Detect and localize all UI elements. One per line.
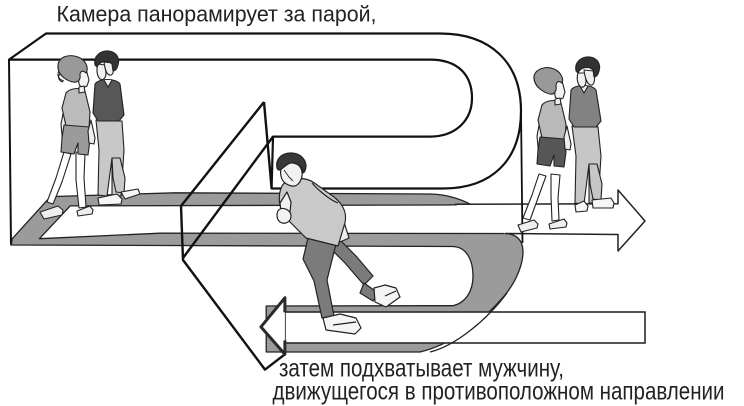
svg-text:затем подхватывает мужчину,: затем подхватывает мужчину, (279, 355, 564, 383)
svg-text:Камера панорамирует за парой,: Камера панорамирует за парой, (57, 2, 377, 27)
svg-text:движущегося в противоположном: движущегося в противоположном направлени… (273, 378, 725, 406)
